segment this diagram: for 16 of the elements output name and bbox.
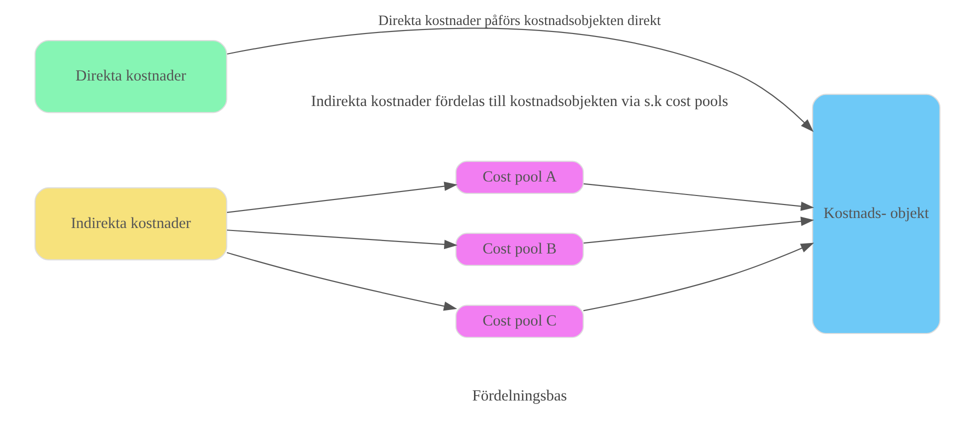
label: Indirekta kostnader fördelas till kostnadsobjekten via s.k cost pools [310,92,728,110]
arrow [226,252,457,310]
node-box: Kostnads- objekt [812,93,940,334]
arrow [226,181,458,212]
arrow [583,216,814,244]
node-box: Cost pool B [454,232,584,266]
node-box: Direkta kostnader [34,40,227,113]
label: Fördelningsbas [472,387,566,404]
edge-label: Direkta kostnader påförs kostnadsobjekten direkt [378,12,660,28]
arrow [583,182,814,210]
node-box: Cost pool C [454,304,584,338]
node-box: Cost pool A [454,160,584,194]
arrow [582,242,814,311]
arrow [226,229,458,249]
arrow [226,27,814,132]
node-box: Indirekta kostnader [34,186,227,260]
